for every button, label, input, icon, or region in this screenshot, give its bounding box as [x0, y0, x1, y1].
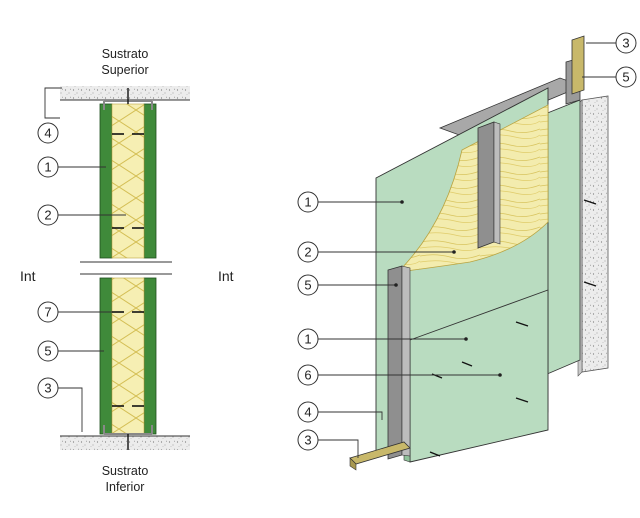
board-right-lower — [143, 277, 157, 435]
section-view: Sustrato Superior Sustrato Inferior Int … — [20, 47, 234, 494]
board-left-lower — [99, 277, 113, 435]
callout-section-2: 2 — [37, 204, 126, 226]
callout-section-7: 7 — [37, 301, 112, 323]
svg-text:4: 4 — [304, 405, 311, 420]
svg-text:2: 2 — [44, 208, 51, 223]
back-concrete-wall — [581, 95, 609, 373]
insulation-upper — [111, 103, 145, 259]
callout-iso-4: 4 — [297, 401, 383, 423]
front-stud — [387, 265, 403, 460]
callout-section-4: 4 — [37, 87, 62, 144]
middle-stud — [477, 121, 495, 249]
side-left-label: Int — [20, 268, 36, 284]
callout-iso-2: 2 — [297, 241, 456, 263]
callout-iso-5-top: 5 — [582, 66, 637, 88]
top-substrate — [60, 86, 190, 100]
svg-text:3: 3 — [44, 381, 51, 396]
svg-text:3: 3 — [304, 433, 311, 448]
svg-text:5: 5 — [304, 278, 311, 293]
isometric-view: 3 5 1 2 5 1 — [297, 32, 637, 471]
svg-text:3: 3 — [622, 36, 629, 51]
svg-text:1: 1 — [304, 195, 311, 210]
callout-iso-3-top: 3 — [586, 32, 637, 54]
svg-text:6: 6 — [304, 368, 311, 383]
svg-text:5: 5 — [622, 70, 629, 85]
svg-text:2: 2 — [304, 245, 311, 260]
side-right-label: Int — [218, 268, 234, 284]
svg-text:7: 7 — [44, 305, 51, 320]
svg-text:5: 5 — [44, 344, 51, 359]
callout-iso-1: 1 — [297, 191, 404, 213]
bottom-substrate — [60, 436, 190, 450]
callout-iso-6: 6 — [297, 364, 502, 386]
top-substrate-label-1: Sustrato — [102, 47, 149, 61]
insulation-lower — [111, 277, 145, 435]
bottom-substrate-label-1: Sustrato — [102, 464, 149, 478]
callout-iso-1-lower: 1 — [297, 328, 468, 350]
callout-section-3: 3 — [37, 377, 83, 432]
svg-text:4: 4 — [44, 126, 51, 141]
top-substrate-label-2: Superior — [101, 63, 148, 77]
screws-iso — [429, 199, 597, 457]
callout-iso-5: 5 — [297, 274, 398, 296]
board-left-upper — [99, 103, 113, 259]
svg-text:1: 1 — [44, 160, 51, 175]
screws-section — [112, 133, 144, 407]
insulation — [396, 104, 549, 273]
bottom-substrate-label-2: Inferior — [106, 480, 145, 494]
svg-text:1: 1 — [304, 332, 311, 347]
board-right-upper — [143, 103, 157, 259]
callout-section-1: 1 — [37, 156, 106, 178]
callout-section-5: 5 — [37, 340, 104, 362]
callout-iso-3: 3 — [297, 429, 359, 458]
